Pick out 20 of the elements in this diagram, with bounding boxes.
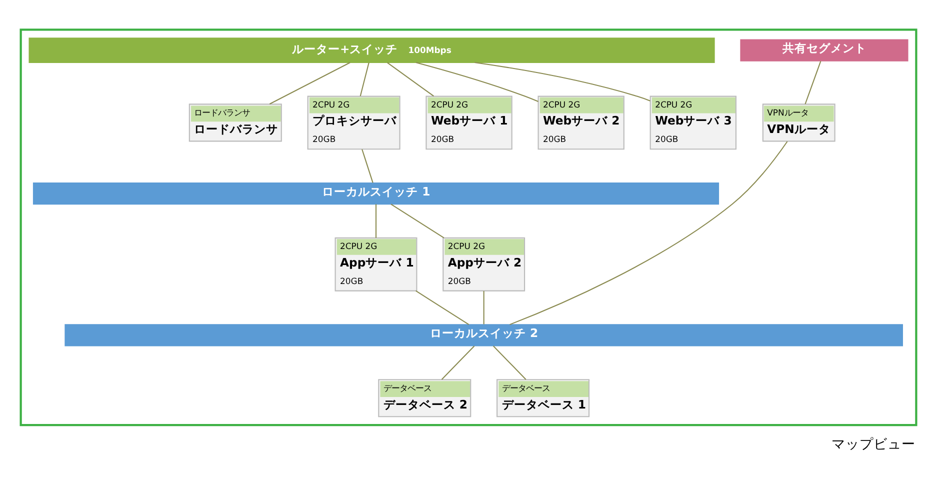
connector bbox=[269, 62, 350, 104]
node-box: ローカルスイッチ 2 bbox=[64, 324, 903, 346]
caption: マップビュー bbox=[831, 436, 916, 453]
connector bbox=[362, 149, 374, 183]
connector bbox=[387, 62, 434, 97]
node-box: ローカルスイッチ 1 bbox=[32, 182, 720, 205]
connector bbox=[510, 141, 788, 326]
cluster bbox=[20, 28, 918, 426]
connector bbox=[441, 346, 475, 380]
connector bbox=[416, 290, 470, 326]
connector bbox=[483, 291, 484, 324]
node-box: ルーター+スイッチ 100Mbps bbox=[28, 38, 715, 63]
connector bbox=[474, 62, 650, 102]
connector bbox=[360, 62, 370, 96]
node-box: 共有セグメント bbox=[740, 39, 908, 62]
connector bbox=[804, 60, 822, 104]
connector bbox=[492, 346, 526, 380]
connector bbox=[416, 62, 538, 102]
connector bbox=[375, 204, 377, 238]
connector bbox=[390, 204, 444, 238]
